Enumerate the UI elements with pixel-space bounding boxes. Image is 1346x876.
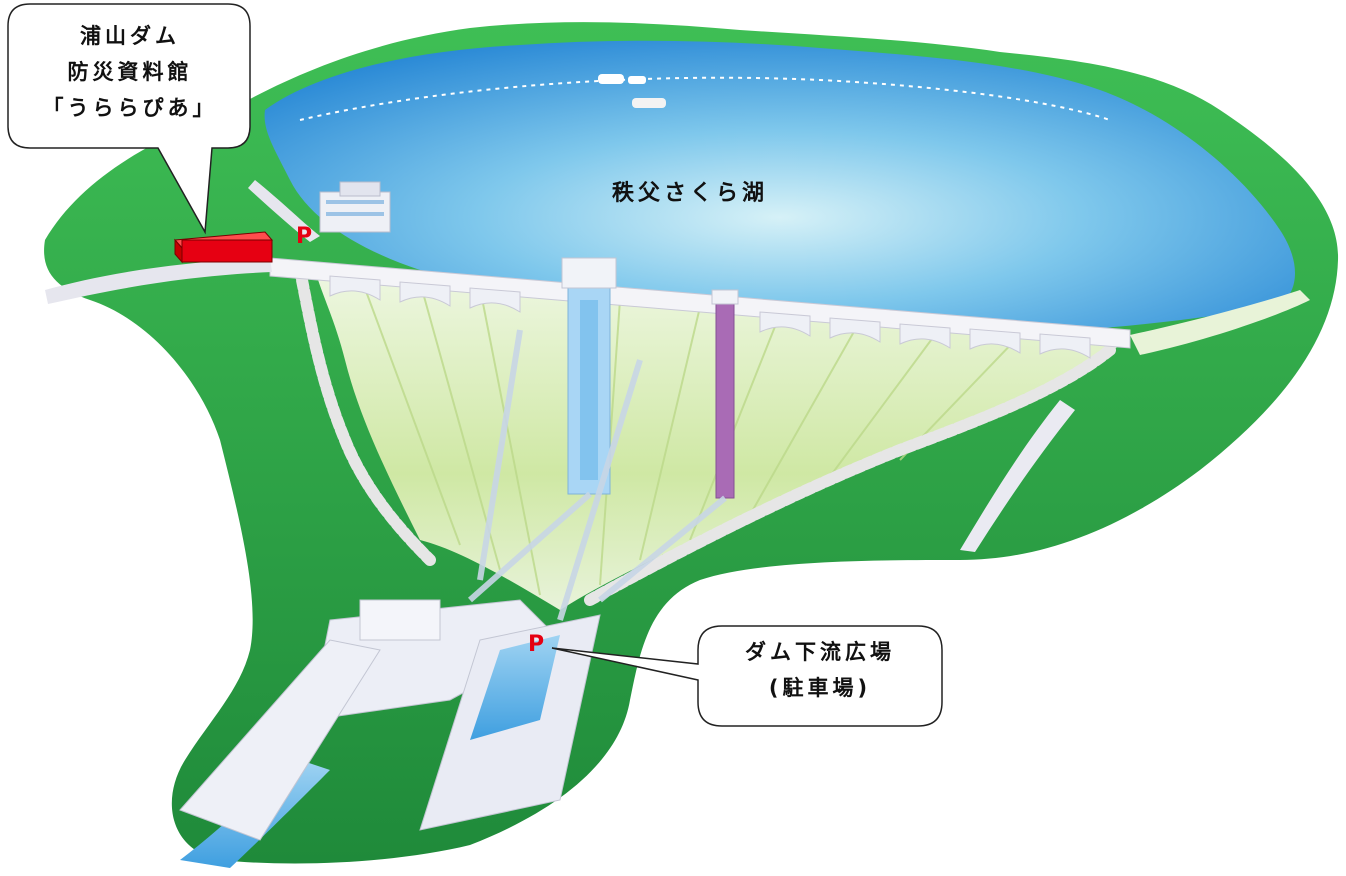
penstocks (468, 329, 727, 621)
left-rock-edge (294, 264, 436, 566)
right-road (1130, 290, 1310, 355)
spillway-water (470, 635, 560, 740)
plaza-callout-line-2: (駐車場) (768, 676, 872, 700)
parking-marker-museum: P (296, 224, 313, 249)
lake (264, 40, 1296, 335)
museum-callout-text: 浦山ダム 防災資料館 「うららぴあ」 (8, 18, 252, 126)
right-road-down (960, 400, 1075, 552)
plaza-callout-text: ダム下流広場 (駐車場) (698, 634, 942, 706)
buoy-line (299, 76, 1111, 121)
crest-arches (329, 275, 1091, 359)
boat-icon (632, 98, 666, 108)
management-office (319, 181, 391, 233)
plaza-callout (551, 625, 943, 727)
right-rock-edge (584, 344, 1116, 606)
gate-tower (711, 289, 739, 499)
museum-callout-line-2: 防災資料館 (67, 60, 193, 84)
lake-name-label: 秩父さくら湖 (611, 181, 768, 206)
powerhouse (359, 599, 441, 641)
boat-icon (598, 74, 624, 84)
museum-callout-line-1: 浦山ダム (80, 24, 180, 48)
boat-icon (628, 76, 646, 84)
intake-tower (561, 257, 617, 495)
parking-marker-plaza: P (528, 632, 545, 657)
museum-callout-line-3: 「うららぴあ」 (42, 96, 218, 120)
left-road (45, 258, 272, 304)
lower-channel (179, 639, 381, 841)
museum-callout (7, 3, 251, 235)
upper-road (248, 180, 320, 242)
museum-building (173, 231, 274, 264)
plaza-callout-line-1: ダム下流広場 (745, 640, 895, 664)
